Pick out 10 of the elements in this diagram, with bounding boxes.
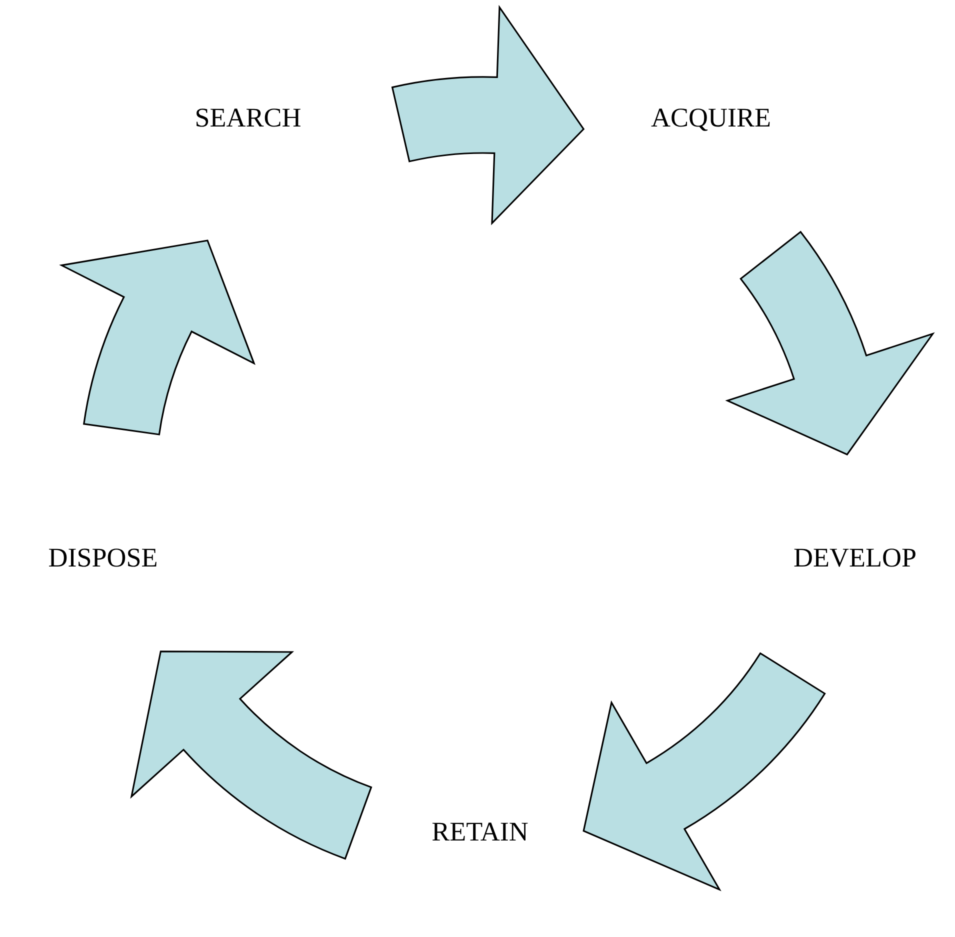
stage-label: SEARCH	[194, 104, 302, 132]
stage-label: DISPOSE	[48, 544, 158, 572]
stage-label: DEVELOP	[794, 544, 916, 572]
curved-arrow	[60, 240, 255, 436]
curved-arrow	[130, 650, 372, 860]
curved-arrow	[726, 231, 934, 456]
stage-label: RETAIN	[432, 818, 528, 846]
curved-arrow	[582, 652, 826, 890]
stage-label: ACQUIRE	[651, 104, 771, 132]
curved-arrow	[392, 6, 584, 224]
